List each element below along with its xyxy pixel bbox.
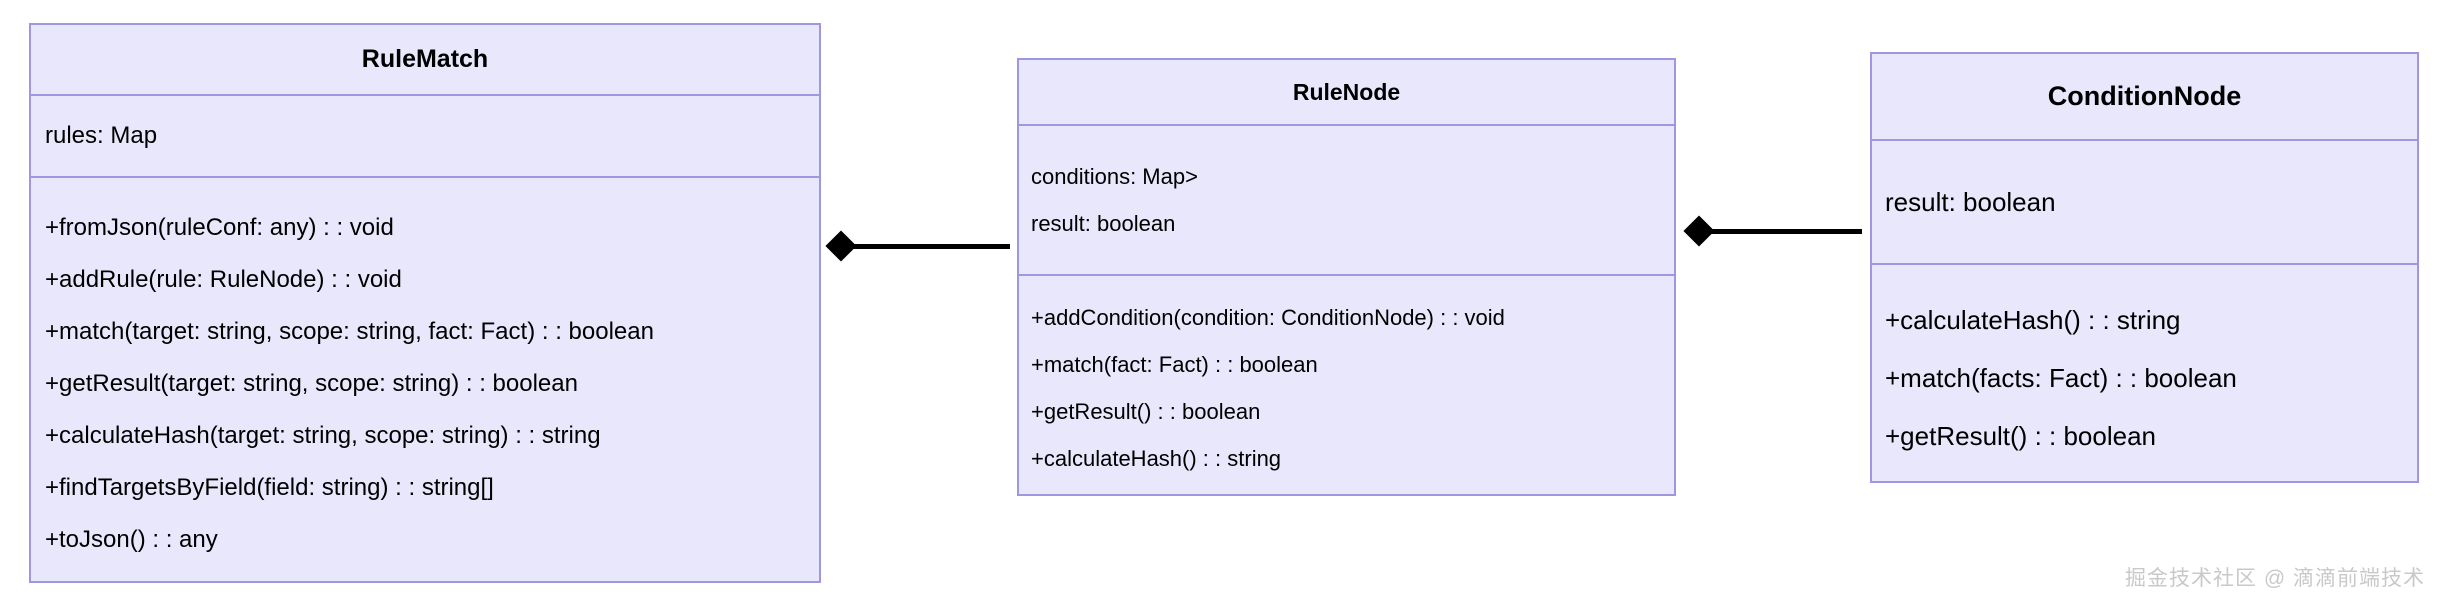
operation-row: +getResult() : : boolean (1031, 399, 1261, 424)
operation-row: +calculateHash(target: string, scope: st… (45, 421, 601, 449)
operations-compartment-conditionnode: +calculateHash() : : string +match(facts… (1872, 265, 2417, 481)
uml-class-conditionnode[interactable]: ConditionNode result: boolean +calculate… (1870, 52, 2419, 483)
composition-rulematch-rulenode[interactable] (812, 230, 1022, 262)
attributes-compartment-rulenode: conditions: Map> result: boolean (1019, 126, 1674, 276)
attributes-compartment-conditionnode: result: boolean (1872, 141, 2417, 265)
operation-row: +addRule(rule: RuleNode) : : void (45, 265, 402, 293)
operation-row: +addCondition(condition: ConditionNode) … (1031, 305, 1505, 330)
attribute-row: result: boolean (1031, 211, 1176, 236)
class-name-rulematch: RuleMatch (31, 25, 819, 96)
uml-class-rulematch[interactable]: RuleMatch rules: Map +fromJson(ruleConf:… (29, 23, 821, 583)
class-name-conditionnode: ConditionNode (1872, 54, 2417, 141)
operation-row: +findTargetsByField(field: string) : : s… (45, 473, 494, 501)
operation-row: +getResult() : : boolean (1885, 421, 2156, 451)
watermark-text: 掘金技术社区 @ 滴滴前端技术 (2125, 567, 2425, 590)
operation-row: +getResult(target: string, scope: string… (45, 369, 578, 397)
attribute-row: result: boolean (1885, 187, 2056, 217)
operation-row: +match(facts: Fact) : : boolean (1885, 363, 2237, 393)
association-line (850, 244, 1010, 249)
operation-row: +match(target: string, scope: string, fa… (45, 317, 654, 345)
uml-class-rulenode[interactable]: RuleNode conditions: Map> result: boolea… (1017, 58, 1676, 496)
operations-compartment-rulematch: +fromJson(ruleConf: any) : : void +addRu… (31, 178, 819, 581)
operation-row: +fromJson(ruleConf: any) : : void (45, 213, 394, 241)
attributes-compartment-rulematch: rules: Map (31, 96, 819, 178)
operation-row: +toJson() : : any (45, 525, 218, 553)
operations-compartment-rulenode: +addCondition(condition: ConditionNode) … (1019, 276, 1674, 494)
operation-row: +calculateHash() : : string (1031, 446, 1282, 471)
composition-rulenode-conditionnode[interactable] (1670, 215, 1875, 247)
association-line (1708, 229, 1862, 234)
attribute-row: rules: Map (45, 122, 158, 149)
operation-row: +match(fact: Fact) : : boolean (1031, 352, 1318, 377)
operation-row: +calculateHash() : : string (1885, 305, 2181, 335)
attribute-row: conditions: Map> (1031, 164, 1198, 189)
class-name-rulenode: RuleNode (1019, 60, 1674, 126)
